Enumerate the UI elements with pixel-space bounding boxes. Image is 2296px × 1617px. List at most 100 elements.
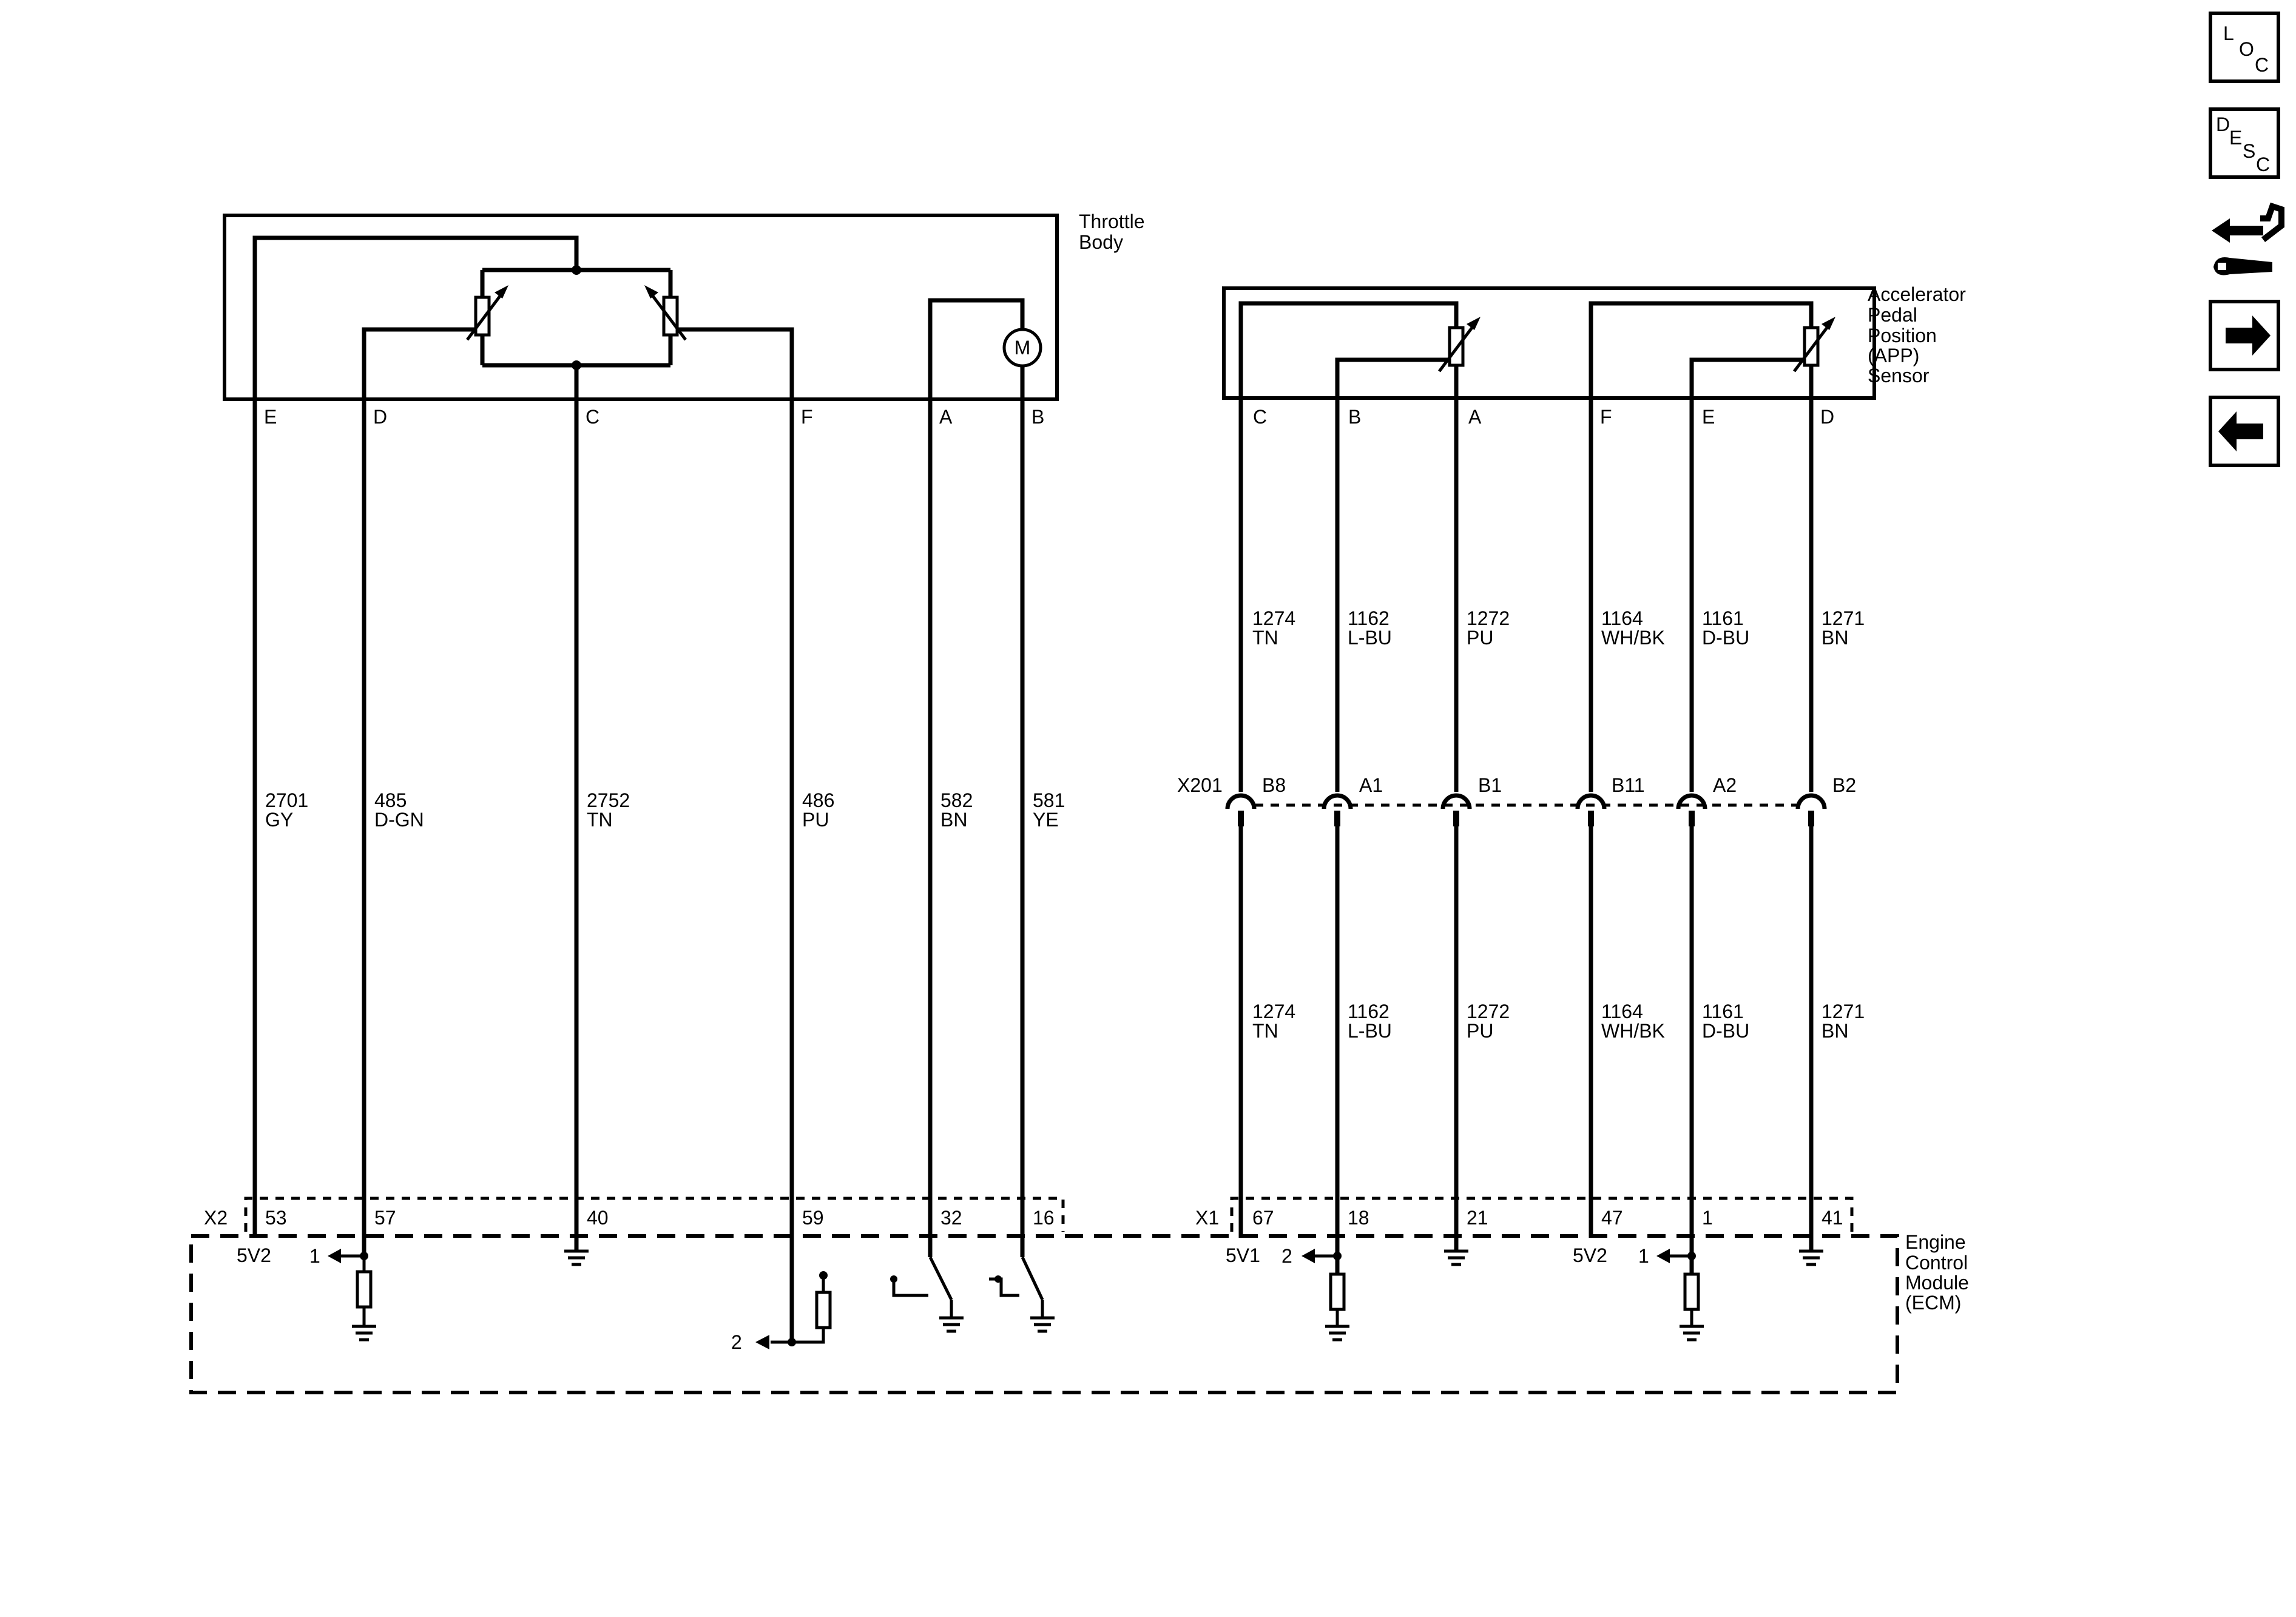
app-label-3: Position [1868,325,1937,346]
x2-pin-59: 59 [802,1207,824,1229]
x201-terminal [1676,793,1707,826]
app2-reference-internal [1589,301,1814,398]
wire-1161-lower-color: D-BU [1702,1020,1749,1042]
tb-pin-e: E [264,406,277,428]
throttle-body-label-1: Throttle [1079,211,1144,232]
x1-pin-21: 21 [1467,1207,1488,1229]
tps-top-junction [572,265,581,275]
app-pin-d: D [1820,406,1834,428]
ecm-app1-input: 2 [1281,1245,1349,1342]
x2-pin-40: 40 [587,1207,609,1229]
previous-page-button[interactable] [2209,396,2280,467]
x201-pin-a2: A2 [1713,774,1737,796]
ecm-label-2: Control [1905,1252,1968,1274]
desc-button[interactable]: D E S C [2209,107,2280,179]
motor-symbol: M [1015,337,1031,359]
app1-reference-internal [1238,301,1459,398]
wire-582-color: BN [940,809,967,831]
wire-582-circuit: 582 [940,789,973,811]
ecm-tps2-input: 2 [731,1271,832,1353]
x1-label: X1 [1195,1207,1219,1229]
throttle-harness: 2701 GY 485 D-GN 2752 TN 486 PU 582 BN 5… [252,399,1065,1342]
next-page-button[interactable] [2209,300,2280,371]
x1-arrow-label-2: 2 [1281,1245,1292,1267]
pulldown-resistor [356,1270,373,1309]
wire-485-circuit: 485 [374,789,407,811]
x2-connector-frame [244,1197,1065,1232]
x2-arrow-label-2: 2 [731,1331,742,1353]
wire-1272-lower-color: PU [1467,1020,1493,1042]
loc-letter-o: O [2239,38,2254,60]
app1-wiper-arrow [1467,317,1481,330]
wire-1272-upper-color: PU [1467,627,1493,649]
desc-letter-s: S [2243,140,2255,162]
app-harness: 1274 TN 1162 L-BU 1272 PU 1164 WH/BK 116… [1238,398,1865,1277]
motor-wire-internal [928,298,1025,399]
motor-driver-switch-2 [989,1256,1055,1333]
tb-pin-c: C [586,406,599,428]
wire-1271-lower-color: BN [1822,1020,1848,1042]
x201-pin-a1: A1 [1359,774,1383,796]
ref-5v2-left: 5V2 [237,1244,271,1266]
wire-1274-lower-color: TN [1252,1020,1278,1042]
tb-pin-b: B [1032,406,1044,428]
wire-1162-upper-color: L-BU [1348,627,1392,649]
wire-1274-upper-color: TN [1252,627,1278,649]
desc-letter-d: D [2216,113,2230,135]
wire-1162-lower-color: L-BU [1348,1020,1392,1042]
tps1-wiper-arrow [495,285,508,299]
ecm-label-1: Engine [1905,1231,1966,1253]
x201-connector: X201 B8 A1 B1 B11 A2 B2 [1177,774,1856,826]
x201-terminal [1322,793,1353,826]
app-sensor: Accelerator Pedal Position (APP) Sensor … [1222,283,1966,428]
wire-1164-lower-color: WH/BK [1601,1020,1665,1042]
signal-arrow-icon [1302,1249,1315,1263]
wire-2752-color: TN [587,809,613,831]
ground-icon [1325,1325,1349,1342]
motor-driver-switch-1 [890,1256,964,1333]
x201-pin-b11: B11 [1612,774,1645,796]
throttle-body-label-2: Body [1079,231,1123,253]
tps2-wiper-arrow [644,285,658,299]
x2-label: X2 [204,1207,228,1229]
pulldown-resistor [1683,1272,1700,1311]
x1-connector-frame [1230,1197,1854,1232]
x1-pin-41: 41 [1822,1207,1843,1229]
desc-letter-e: E [2229,127,2242,149]
ground-icon [1030,1316,1055,1333]
x2-pin-57: 57 [374,1207,396,1229]
ground-icon [352,1325,376,1342]
wire-2752-circuit: 2752 [587,789,630,811]
tb-pin-a: A [939,406,953,428]
loc-letter-c: C [2255,54,2269,76]
signal-arrow-icon [328,1249,341,1263]
wire-581-color: YE [1033,809,1059,831]
wire-1162-upper-circuit: 1162 [1348,607,1389,629]
x2-pin-53: 53 [265,1207,287,1229]
tps2-resistor [662,295,679,337]
ecm-app2-input: 1 [1638,1245,1704,1342]
wire-2701-color: GY [265,809,293,831]
app-sensor-box [1222,286,1876,400]
wire-486-color: PU [802,809,829,831]
ref-5v1: 5V1 [1226,1244,1260,1266]
wire-1161-lower-circuit: 1161 [1702,1001,1744,1022]
app2-wiper-arrow [1822,317,1835,330]
wire-1272-lower-circuit: 1272 [1467,1001,1510,1022]
wire-1164-upper-color: WH/BK [1601,627,1665,649]
arrow-right-icon [2226,316,2271,356]
x1-pin-47: 47 [1601,1207,1623,1229]
desc-letter-c: C [2256,154,2270,175]
arrow-left-icon [2218,411,2263,451]
wire-1164-upper-circuit: 1164 [1601,607,1643,629]
ref-5v2-right: 5V2 [1573,1244,1607,1266]
pullup-resistor [815,1291,832,1329]
loc-button[interactable]: L O C [2209,12,2280,83]
x201-terminal [1795,793,1827,826]
tps1-signal-internal [362,327,476,399]
tb-pin-f: F [801,406,813,428]
app-pin-c: C [1253,406,1267,428]
x1-pin-1: 1 [1702,1207,1713,1229]
connector-tool-icon[interactable] [2212,202,2284,275]
